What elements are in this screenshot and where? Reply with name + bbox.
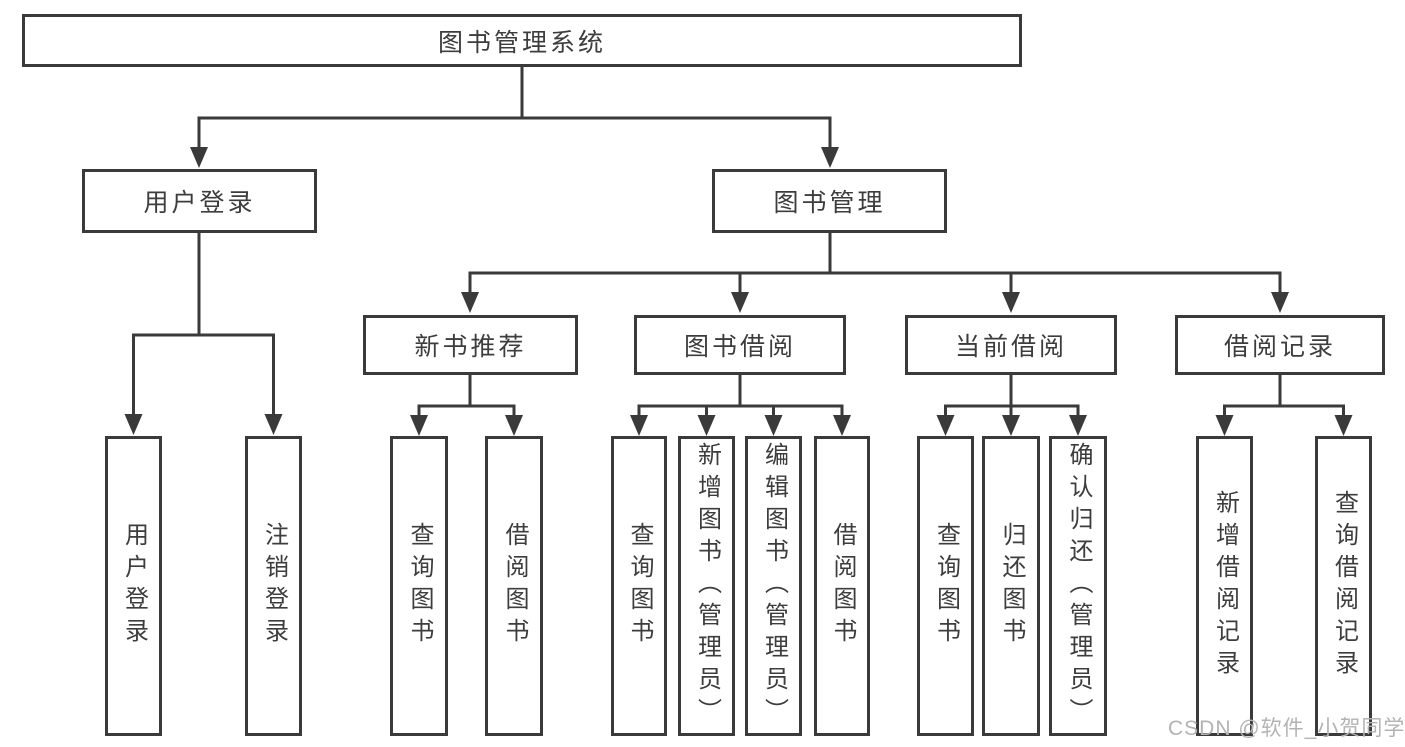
arrowhead — [764, 415, 783, 436]
node-root: 图书管理系统 — [22, 14, 1022, 67]
connector-current-borrow-split — [944, 375, 1080, 416]
arrowhead — [833, 415, 851, 436]
leaf-user-login: 用户登录 — [105, 436, 162, 736]
arrowhead — [410, 415, 428, 436]
arrowhead — [821, 147, 839, 168]
leaf-confirm-return-admin: 确认归还（管理员） — [1049, 436, 1107, 736]
node-book-management: 图书管理 — [712, 169, 947, 233]
leaf-add-borrow-record: 新增借阅记录 — [1196, 436, 1253, 736]
arrowhead — [264, 414, 283, 435]
arrowhead — [1215, 415, 1234, 436]
leaf-edit-book-admin: 编辑图书（管理员） — [745, 436, 802, 736]
arrowhead — [936, 415, 955, 436]
leaf-logout-login: 注销登录 — [245, 436, 302, 736]
arrowhead — [731, 292, 749, 313]
leaf-query-books-recommend: 查询图书 — [390, 436, 448, 736]
arrowhead — [1334, 415, 1353, 436]
arrowhead — [697, 415, 716, 436]
leaf-borrow-books-recommend: 借阅图书 — [485, 436, 543, 736]
connector-book-management-split — [468, 233, 1282, 293]
arrowhead — [461, 292, 479, 313]
arrowhead — [190, 147, 208, 168]
arrowhead — [124, 414, 143, 435]
leaf-query-borrow-record: 查询借阅记录 — [1315, 436, 1372, 736]
node-borrow-records: 借阅记录 — [1175, 315, 1385, 375]
arrowhead — [1002, 292, 1020, 313]
arrowhead — [630, 415, 648, 436]
node-new-book-recommend: 新书推荐 — [363, 315, 578, 375]
connector-new-book-split — [417, 375, 516, 416]
connector-user-login-split — [132, 233, 275, 416]
node-user-login: 用户登录 — [82, 169, 317, 233]
leaf-borrow-books-borrow: 借阅图书 — [814, 436, 870, 736]
arrowhead — [1271, 292, 1289, 313]
csdn-watermark: CSDN @软件_小贺同学 — [1168, 717, 1405, 740]
connector-borrow-record-split — [1223, 375, 1345, 416]
connector-book-borrow-split — [637, 375, 844, 416]
node-current-borrow: 当前借阅 — [905, 315, 1117, 375]
arrowhead — [505, 415, 523, 436]
leaf-query-books-current: 查询图书 — [917, 436, 974, 736]
arrowhead — [1002, 415, 1020, 436]
node-book-borrow: 图书借阅 — [634, 315, 846, 375]
leaf-return-books: 归还图书 — [982, 436, 1040, 736]
arrowhead — [1069, 415, 1087, 436]
leaf-query-books-borrow: 查询图书 — [611, 436, 667, 736]
connector-root-split — [197, 67, 832, 149]
leaf-add-book-admin: 新增图书（管理员） — [678, 436, 735, 736]
